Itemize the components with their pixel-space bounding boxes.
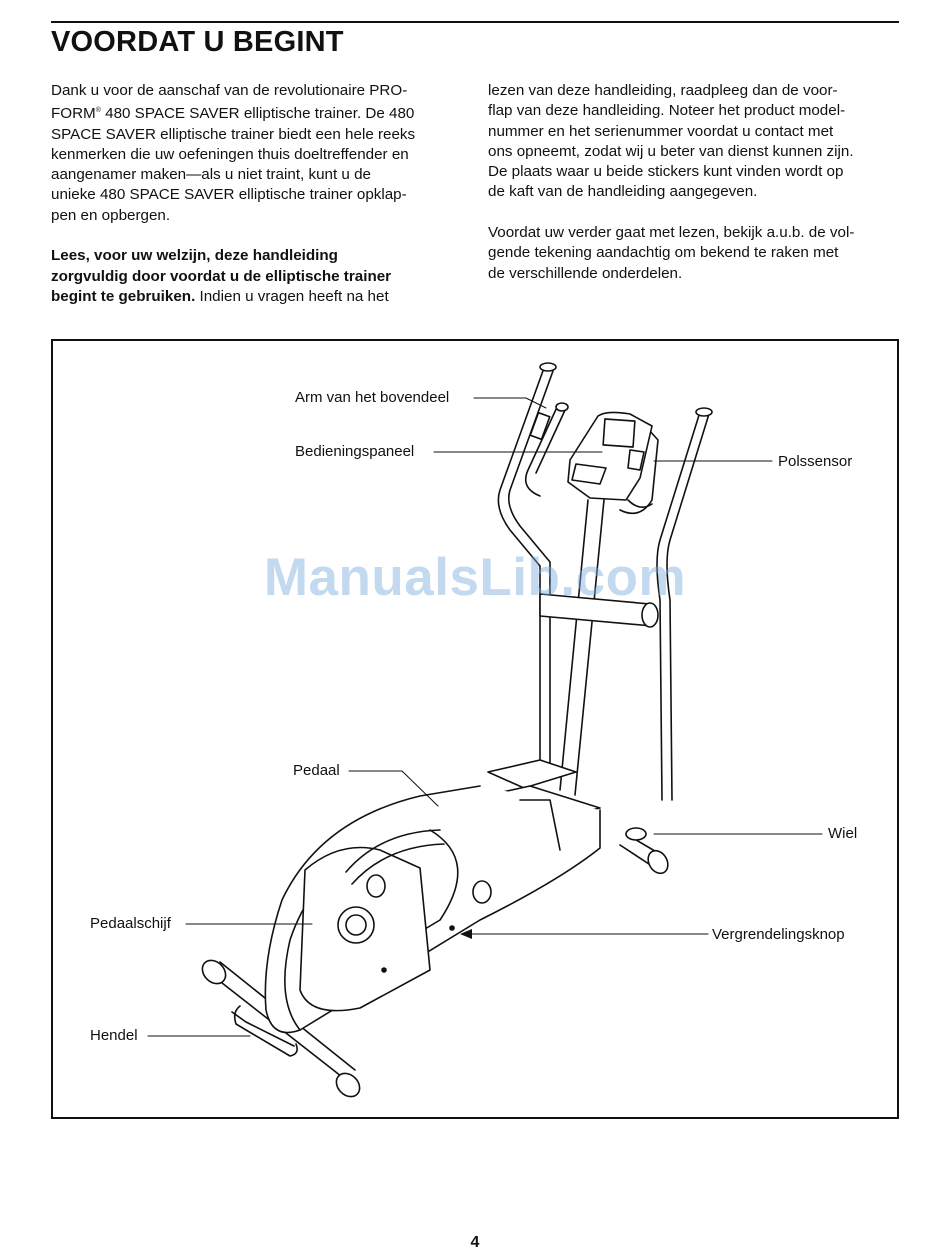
text-line: lezen van deze handleiding, raadpleeg da… xyxy=(488,82,838,99)
text-line: flap van deze handleiding. Noteer het pr… xyxy=(488,102,846,120)
label-arm: Arm van het bovendeel xyxy=(295,389,450,406)
console xyxy=(567,411,653,501)
text-line: gende tekening aandachtig om bekend te r… xyxy=(488,244,839,262)
text-line: aangenamer maken—als u niet traint, kunt… xyxy=(51,166,371,184)
text-line: unieke 480 SPACE SAVER elliptische train… xyxy=(51,186,407,204)
handle xyxy=(231,1005,298,1057)
flywheel xyxy=(299,829,445,1012)
label-pulse-sensor: Polssensor xyxy=(778,453,853,470)
lock-arrow-head xyxy=(460,929,472,939)
intro-column-right: lezen van deze handleiding, raadpleeg da… xyxy=(488,81,903,284)
safety-paragraph: Lees, voor uw welzijn, deze handleiding … xyxy=(51,246,471,307)
text-line: Voordat uw verder gaat met lezen, bekijk… xyxy=(488,224,855,242)
right-arm xyxy=(619,407,713,801)
leader-arm xyxy=(473,397,547,409)
center-column xyxy=(539,499,659,796)
figure-frame xyxy=(51,339,899,1119)
brand-text: FORM xyxy=(51,105,96,123)
drawing-intro-paragraph: Voordat uw verder gaat met lezen, bekijk… xyxy=(488,223,903,284)
text-line: Dank u voor de aanschaf van de revolutio… xyxy=(51,82,408,99)
label-pedal: Pedaal xyxy=(293,762,340,779)
front-stabilizer xyxy=(201,959,361,1098)
text-line: de verschillende onderdelen. xyxy=(488,264,683,282)
label-console: Bedieningspaneel xyxy=(295,443,415,460)
text-line: De plaats waar u beide stickers kunt vin… xyxy=(488,163,844,181)
contact-paragraph: lezen van deze handleiding, raadpleeg da… xyxy=(488,81,903,203)
label-lock-knob: Vergrendelingsknop xyxy=(712,926,845,943)
intro-paragraph: Dank u voor de aanschaf van de revolutio… xyxy=(51,81,471,226)
text-fragment: 480 SPACE SAVER elliptische trainer. De … xyxy=(105,105,415,123)
top-rule xyxy=(51,21,899,23)
label-pedal-disc: Pedaalschijf xyxy=(90,915,171,932)
label-wheel: Wiel xyxy=(828,825,858,842)
text-line: ons opneemt, zodat wij u beter van diens… xyxy=(488,142,854,160)
text-fragment: Indien u vragen heeft na het xyxy=(195,287,389,305)
lock-knob xyxy=(381,880,492,973)
bold-line: Lees, voor uw welzijn, deze handleiding xyxy=(51,247,338,265)
rear-stabilizer xyxy=(619,827,669,875)
text-line: FORM® 480 SPACE SAVER elliptische traine… xyxy=(51,101,471,124)
text-line: begint te gebruiken. Indien u vragen hee… xyxy=(51,287,471,307)
text-line: pen en opbergen. xyxy=(51,206,171,224)
intro-column-left: Dank u voor de aanschaf van de revolutio… xyxy=(51,81,471,307)
text-line: de kaft van de handleiding aangegeven. xyxy=(488,183,758,201)
page-number: 4 xyxy=(470,1234,480,1251)
text-line: nummer en het serienummer voordat u cont… xyxy=(488,122,834,140)
watermark: ManualsLib.com xyxy=(263,548,687,607)
registered-mark: ® xyxy=(95,107,101,115)
text-line: kenmerken die uw oefeningen thuis doeltr… xyxy=(51,145,409,163)
leader-pedal xyxy=(348,770,439,807)
label-handle: Hendel xyxy=(90,1027,138,1044)
left-arm xyxy=(497,362,569,771)
bold-fragment: begint te gebruiken. xyxy=(51,287,196,305)
page-title: VOORDAT U BEGINT xyxy=(51,26,344,58)
text-line: SPACE SAVER elliptische trainer biedt ee… xyxy=(51,125,416,143)
leader-lines xyxy=(147,397,823,1037)
bold-line: zorgvuldig door voordat u de elliptische… xyxy=(51,267,392,285)
